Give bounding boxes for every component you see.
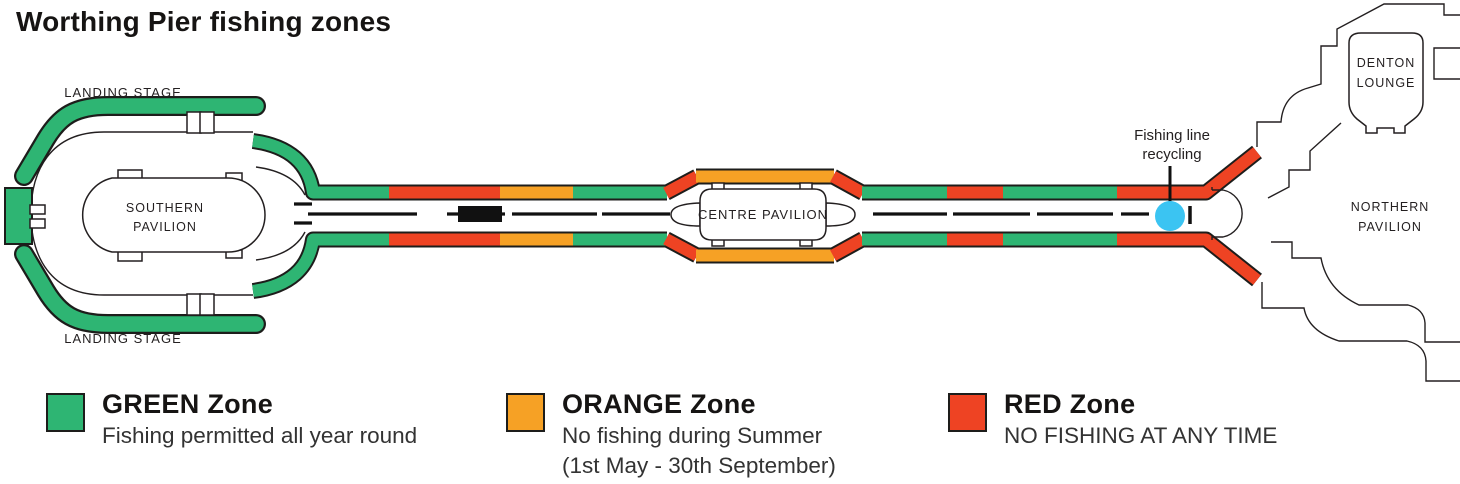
- orange-zone-swatch-icon: [506, 393, 545, 432]
- landing-stage-top-label: LANDING STAGE: [64, 85, 182, 100]
- north-lower-outer-outline: [1261, 282, 1460, 382]
- orange-zone-name: ORANGE Zone: [562, 389, 756, 419]
- fishing-line-recycling: Fishing line recycling: [1134, 127, 1210, 231]
- legend-item-orange: ORANGE Zone No fishing during Summer (1s…: [506, 389, 836, 481]
- southern-pavilion-building: SOUTHERN PAVILION: [81, 169, 266, 262]
- green-zone-swatch-icon: [46, 393, 85, 432]
- funnel-arc-bottom: [255, 231, 306, 261]
- northern-pavilion-label-line1: NORTHERN: [1351, 200, 1430, 214]
- recycling-label-line2: recycling: [1142, 146, 1201, 163]
- centre-pavilion: CENTRE PAVILION: [670, 182, 856, 247]
- funnel-arc-top: [255, 166, 306, 196]
- gangway-connectors: [29, 111, 215, 316]
- landing-stage-bottom-band: [24, 254, 256, 324]
- landing-stage-bottom-label: LANDING STAGE: [64, 331, 182, 346]
- southern-pavilion-label-line2: PAVILION: [133, 220, 197, 234]
- green-zone-name: GREEN Zone: [102, 389, 274, 419]
- landing-stage-top-band: [24, 106, 256, 176]
- windbreak-shelter: [458, 206, 502, 222]
- centre-pavilion-label: CENTRE PAVILION: [698, 207, 828, 222]
- page-title: Worthing Pier fishing zones: [16, 6, 392, 37]
- legend-item-green: GREEN Zone Fishing permitted all year ro…: [46, 389, 418, 452]
- denton-lounge-label-line2: LOUNGE: [1357, 76, 1416, 90]
- recycling-point-marker: [1155, 201, 1185, 231]
- recycling-label-line1: Fishing line: [1134, 127, 1210, 144]
- northern-pavilion-label-line2: PAVILION: [1358, 220, 1422, 234]
- southern-pavilion-complex: SOUTHERN PAVILION LANDING STAGE LANDING …: [4, 85, 306, 346]
- red-zone-name: RED Zone: [1004, 389, 1136, 419]
- denton-lounge-building: DENTON LOUNGE: [1348, 32, 1424, 134]
- west-landing-platform: [4, 187, 33, 245]
- red-zone-swatch-icon: [948, 393, 987, 432]
- southern-pavilion-label-line1: SOUTHERN: [126, 201, 204, 215]
- north-lower-inner-outline: [1271, 241, 1460, 343]
- red-zone-desc: NO FISHING AT ANY TIME: [1004, 422, 1278, 448]
- north-upper-inner-outline: [1267, 122, 1342, 199]
- legend-item-red: RED Zone NO FISHING AT ANY TIME: [948, 389, 1278, 452]
- walkway-end-bulb: [1211, 187, 1243, 240]
- north-right-notch: [1433, 47, 1460, 80]
- denton-lounge-label-line1: DENTON: [1357, 56, 1416, 70]
- northern-pavilion-complex: DENTON LOUNGE NORTHERN PAVILION: [1211, 3, 1460, 382]
- centre-walkway: [294, 202, 1192, 225]
- orange-zone-desc2: (1st May - 30th September): [562, 453, 836, 479]
- orange-zone-desc: No fishing during Summer: [562, 422, 823, 448]
- green-zone-desc: Fishing permitted all year round: [102, 422, 418, 448]
- north-upper-outer-outline: [1256, 3, 1460, 147]
